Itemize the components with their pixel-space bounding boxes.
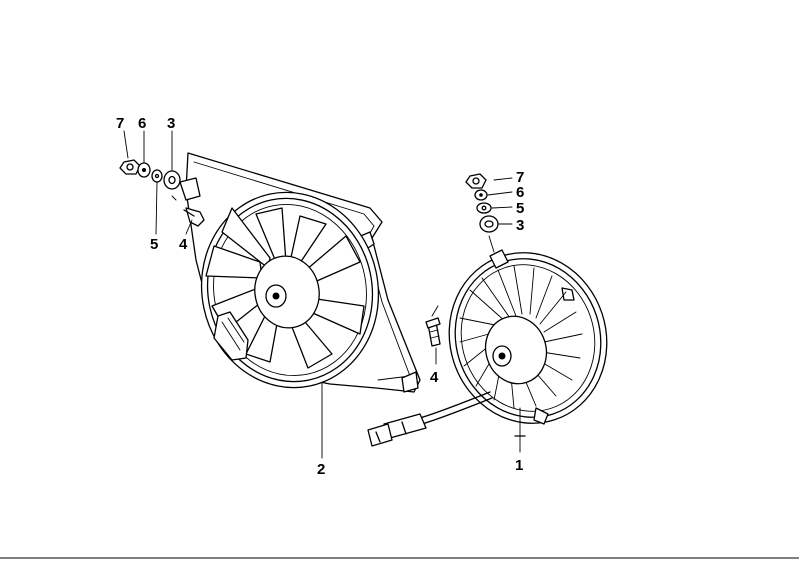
label-right-5: 5 — [516, 200, 524, 217]
label-left-5: 5 — [150, 236, 158, 253]
label-right-7: 7 — [516, 169, 524, 186]
plug-connector-icon — [367, 391, 493, 447]
fan-shroud-icon — [179, 152, 421, 459]
label-left-7: 7 — [116, 115, 124, 132]
label-right-6: 6 — [516, 184, 524, 201]
label-left-6: 6 — [138, 115, 146, 132]
part-labels: 7 6 3 5 4 7 6 5 3 4 2 1 — [116, 115, 524, 478]
label-part-2: 2 — [317, 461, 325, 478]
label-right-3: 3 — [516, 217, 524, 234]
label-part-1: 1 — [515, 457, 523, 474]
right-hardware-stack — [425, 173, 513, 365]
label-left-4: 4 — [179, 236, 188, 253]
left-hardware-stack — [119, 130, 205, 235]
label-left-3: 3 — [167, 115, 175, 132]
label-right-4: 4 — [430, 369, 439, 386]
fan-assembly-icon — [448, 249, 608, 453]
